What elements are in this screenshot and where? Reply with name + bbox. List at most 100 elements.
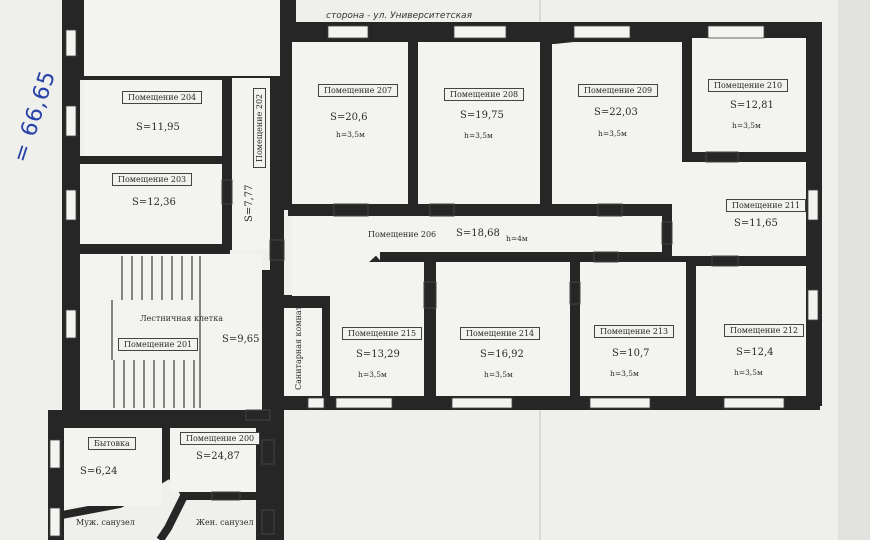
door bbox=[711, 255, 739, 267]
room-213-name: Помещение 213 bbox=[594, 325, 675, 338]
window bbox=[807, 189, 819, 221]
door bbox=[423, 281, 437, 309]
window bbox=[65, 105, 77, 137]
wall-below-top-row bbox=[288, 204, 684, 216]
room-213-height: h=3,5м bbox=[610, 369, 639, 378]
room-201-name: Помещение 201 bbox=[118, 338, 199, 351]
room-207-area: S=20,6 bbox=[330, 112, 368, 123]
fill-208 bbox=[418, 42, 540, 204]
wall-200-right bbox=[256, 410, 266, 540]
window bbox=[807, 289, 819, 321]
wall-200-top bbox=[168, 420, 264, 428]
wall-213-212 bbox=[686, 262, 696, 398]
door bbox=[221, 179, 233, 205]
wall-corridor-lower bbox=[380, 252, 672, 262]
wall-204-203 bbox=[80, 156, 230, 164]
fill-207 bbox=[292, 42, 408, 204]
wall-utility-top bbox=[64, 420, 168, 428]
room-203-area: S=12,36 bbox=[132, 197, 176, 208]
window bbox=[65, 189, 77, 221]
window bbox=[707, 25, 765, 39]
room-210-area: S=12,81 bbox=[730, 100, 774, 111]
door bbox=[429, 203, 455, 217]
street-label: сторона - ул. Университетская bbox=[326, 11, 472, 21]
room-214-height: h=3,5м bbox=[484, 370, 513, 379]
door bbox=[705, 151, 739, 163]
room-211-name: Помещение 211 bbox=[726, 199, 807, 212]
room-202-name: Помещение 202 bbox=[253, 87, 266, 168]
fill-201 bbox=[80, 254, 262, 410]
room-202-area: S=7,77 bbox=[244, 184, 255, 223]
window bbox=[589, 397, 651, 409]
fill-206 bbox=[292, 216, 662, 296]
room-203-name: Помещение 203 bbox=[112, 173, 193, 186]
sanitary-room-name: Санитарная комната bbox=[294, 301, 303, 390]
window bbox=[327, 25, 369, 39]
wall-209-210 bbox=[682, 36, 692, 204]
room-208-area: S=19,75 bbox=[460, 110, 504, 121]
wall-208-209 bbox=[540, 44, 552, 210]
wall-211-left bbox=[660, 204, 672, 264]
door bbox=[569, 281, 581, 305]
room-212-name: Помещение 212 bbox=[724, 324, 805, 337]
wall-214-213 bbox=[570, 258, 580, 398]
room-215-height: h=3,5м bbox=[358, 370, 387, 379]
window bbox=[65, 29, 77, 57]
room-209-area: S=22,03 bbox=[594, 107, 638, 118]
window bbox=[453, 25, 507, 39]
fill-top-left bbox=[84, 0, 280, 76]
room-207-height: h=3,5м bbox=[336, 130, 365, 139]
room-211-area: S=11,65 bbox=[734, 218, 778, 229]
window bbox=[451, 397, 513, 409]
room-206-area: S=18,68 bbox=[456, 228, 500, 239]
room-206-height: h=4м bbox=[506, 234, 528, 243]
room-214-name: Помещение 214 bbox=[460, 327, 541, 340]
room-212-height: h=3,5м bbox=[734, 368, 763, 377]
wall-215-214 bbox=[424, 258, 436, 398]
window bbox=[723, 397, 785, 409]
room-215-area: S=13,29 bbox=[356, 349, 400, 360]
door bbox=[593, 251, 619, 263]
wall-215-left bbox=[322, 300, 330, 400]
room-209-height: h=3,5м bbox=[598, 129, 627, 138]
fill-sanitary bbox=[284, 308, 322, 396]
door bbox=[333, 203, 369, 217]
wall-203-bottom bbox=[62, 244, 230, 254]
room-201-area: S=9,65 bbox=[222, 334, 260, 345]
room-200-name: Помещение 200 bbox=[180, 432, 261, 445]
wall-207-208 bbox=[408, 40, 418, 208]
window bbox=[335, 397, 393, 409]
fill-210 bbox=[692, 38, 806, 152]
room-214-area: S=16,92 bbox=[480, 349, 524, 360]
wc-female-name: Жен. санузел bbox=[196, 518, 254, 527]
utility-room-area: S=6,24 bbox=[80, 466, 118, 477]
room-215-name: Помещение 215 bbox=[342, 327, 423, 340]
room-204-area: S=11,95 bbox=[136, 122, 180, 133]
wall-202-left bbox=[222, 74, 232, 250]
door bbox=[269, 239, 285, 261]
room-200-area: S=24,87 bbox=[196, 451, 240, 462]
wall-top-angled bbox=[281, 22, 818, 46]
room-212-area: S=12,4 bbox=[736, 347, 774, 358]
room-204-name: Помещение 204 bbox=[122, 91, 203, 104]
wall-211-bottom bbox=[670, 256, 810, 266]
room-208-height: h=3,5м bbox=[464, 131, 493, 140]
wc-male-name: Муж. санузел bbox=[76, 518, 135, 527]
wall-210-211 bbox=[690, 152, 808, 162]
window bbox=[49, 507, 61, 537]
room-206-name: Помещение 206 bbox=[368, 230, 437, 239]
door bbox=[211, 491, 241, 501]
door bbox=[245, 409, 271, 421]
window bbox=[307, 397, 325, 409]
wall-mid-left bbox=[262, 270, 284, 540]
windows bbox=[49, 25, 819, 537]
wall-top-left-part bbox=[80, 0, 84, 80]
room-208-name: Помещение 208 bbox=[444, 88, 525, 101]
window bbox=[65, 309, 77, 339]
room-209-name: Помещение 209 bbox=[578, 84, 659, 97]
window bbox=[573, 25, 631, 39]
paper-shadow-right bbox=[838, 0, 870, 540]
room-213-area: S=10,7 bbox=[612, 348, 650, 359]
room-207-name: Помещение 207 bbox=[318, 84, 399, 97]
